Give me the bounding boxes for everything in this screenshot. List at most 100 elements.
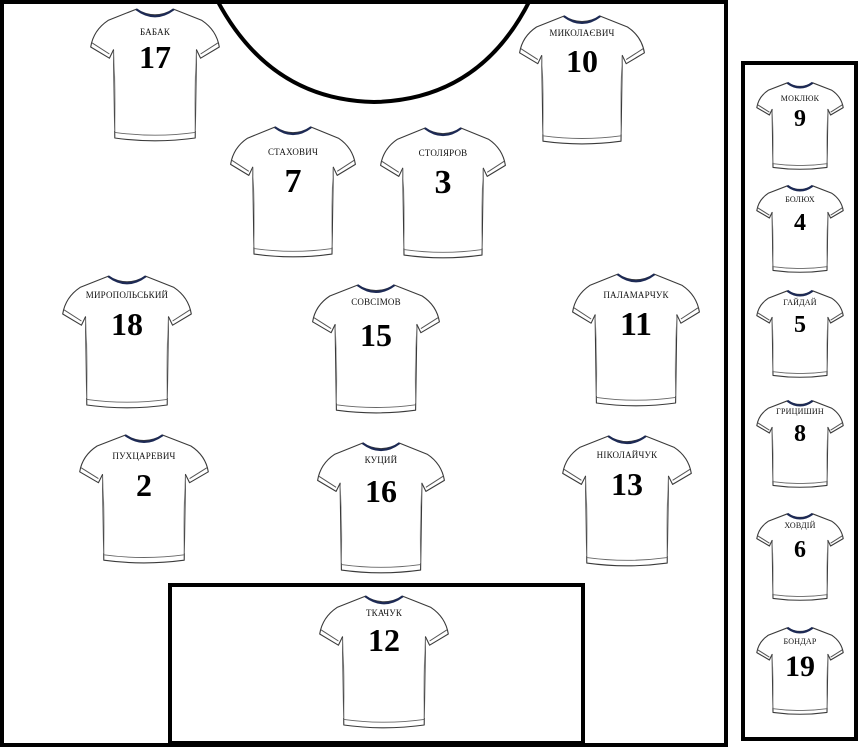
player-name: МИКОЛАЄВИЧ <box>549 28 615 38</box>
shirt-seam <box>771 213 774 266</box>
player-shirt[interactable]: ПУХЦАРЕВИЧ 2 <box>77 431 211 567</box>
shirt-seam <box>826 318 829 371</box>
shirt-cuff <box>381 160 400 173</box>
shirt-cuff <box>757 207 770 216</box>
shirt-hem <box>343 718 425 723</box>
shirt-collar <box>424 127 462 137</box>
shirt-cuff <box>200 42 219 55</box>
shirt-cuff <box>91 42 110 55</box>
bench-box <box>741 61 858 741</box>
shirt-collar <box>124 434 164 443</box>
player-shirt[interactable]: ТКАЧУК 12 <box>317 592 451 732</box>
player-number: 9 <box>794 106 806 132</box>
player-name: ТКАЧУК <box>365 608 403 618</box>
player-shirt[interactable]: СТАХОВИЧ 7 <box>228 123 358 261</box>
player-name: БОЛЮХ <box>785 195 815 204</box>
shirt-collar <box>274 126 312 136</box>
player-shirt[interactable]: МИРОПОЛЬСЬКИЙ 18 <box>60 272 194 412</box>
shirt-collar <box>786 81 814 89</box>
shirt-cuff <box>313 317 332 330</box>
shirt-hem <box>336 404 416 408</box>
shirt-hem <box>596 396 676 401</box>
player-shirt[interactable]: МИКОЛАЄВИЧ 10 <box>517 12 647 148</box>
shirt-cuff <box>318 475 337 488</box>
shirt-cuff <box>520 48 539 61</box>
player-name: СТАХОВИЧ <box>267 147 319 157</box>
player-shirt[interactable]: НІКОЛАЙЧУК 13 <box>560 432 694 570</box>
player-name: ПУХЦАРЕВИЧ <box>112 451 176 461</box>
shirt-cuff <box>573 307 592 320</box>
shirt-cuff <box>830 104 843 113</box>
player-number: 4 <box>794 210 806 236</box>
shirt-collar <box>607 435 647 445</box>
shirt-seam <box>541 56 544 135</box>
shirt-cuff <box>830 535 843 544</box>
shirt-cuff <box>172 309 191 322</box>
bench-shirt[interactable]: ГРИЦИШИН 8 <box>755 398 845 490</box>
goal-area <box>168 583 585 745</box>
shirt-seam <box>826 655 829 708</box>
player-name: ПАЛАМАРЧУК <box>603 290 669 300</box>
shirt-cuff <box>757 312 770 321</box>
shirt-hem <box>114 131 196 136</box>
player-shirt[interactable]: БАБАК 17 <box>88 5 222 145</box>
shirt-seam <box>771 428 774 481</box>
player-number: 5 <box>794 312 806 338</box>
shirt-cuff <box>757 104 770 113</box>
shirt-seam <box>771 655 774 708</box>
shirt-hem <box>772 371 828 374</box>
shirt-collar <box>563 15 601 24</box>
bench-shirt[interactable]: БОЛЮХ 4 <box>755 183 845 275</box>
shirt-cuff <box>336 159 355 172</box>
shirt-cuff <box>189 467 208 480</box>
shirt-seam <box>620 56 623 135</box>
bench-shirt[interactable]: ХОВДІЙ 6 <box>755 511 845 603</box>
shirt-seam <box>113 51 116 132</box>
shirt-seam <box>594 316 598 397</box>
player-name: НІКОЛАЙЧУК <box>596 450 658 460</box>
bench-shirt[interactable]: БОНДАР 19 <box>755 625 845 717</box>
shirt-cuff <box>320 629 339 642</box>
shirt-collar <box>135 8 175 18</box>
bench-shirt[interactable]: МОКЛЮК 9 <box>755 80 845 172</box>
shirt-seam <box>166 318 169 399</box>
player-number: 18 <box>111 306 143 342</box>
player-shirt[interactable]: СТОЛЯРОВ 3 <box>378 124 508 262</box>
shirt-cuff <box>757 535 770 544</box>
player-name: ГАЙДАЙ <box>783 298 817 307</box>
shirt-hem <box>772 481 828 484</box>
player-number: 19 <box>785 650 815 683</box>
shirt-hem <box>403 249 483 253</box>
player-number: 2 <box>136 467 152 503</box>
shirt-cuff <box>425 475 444 488</box>
player-name: МИРОПОЛЬСЬКИЙ <box>85 290 169 300</box>
player-shirt[interactable]: КУЦИЙ 16 <box>315 439 447 577</box>
player-number: 11 <box>619 306 653 343</box>
player-number: 12 <box>368 622 400 658</box>
shirt-hem <box>772 266 828 269</box>
player-name: ХОВДІЙ <box>784 521 816 530</box>
player-name: СОВСІМОВ <box>351 297 401 307</box>
shirt-cuff <box>420 317 439 330</box>
shirt-seam <box>423 638 426 719</box>
shirt-seam <box>826 110 829 163</box>
shirt-hem <box>86 398 168 403</box>
shirt-cuff <box>80 467 99 480</box>
shirt-seam <box>183 475 186 554</box>
shirt-seam <box>674 316 678 397</box>
player-shirt[interactable]: ПАЛАМАРЧУК 11 <box>570 270 702 410</box>
shirt-seam <box>414 325 418 404</box>
shirt-cuff <box>830 649 843 658</box>
shirt-seam <box>481 169 484 249</box>
player-shirt[interactable]: СОВСІМОВ 15 <box>310 281 442 417</box>
shirt-seam <box>102 475 105 554</box>
shirt-collar <box>786 289 814 297</box>
player-number: 15 <box>360 317 392 353</box>
bench-shirt[interactable]: ГАЙДАЙ 5 <box>755 288 845 380</box>
shirt-cuff <box>563 468 582 481</box>
shirt-collar <box>616 273 656 283</box>
player-number: 16 <box>365 473 397 509</box>
shirt-cuff <box>830 422 843 431</box>
shirt-hem <box>772 594 828 597</box>
shirt-seam <box>85 318 88 399</box>
